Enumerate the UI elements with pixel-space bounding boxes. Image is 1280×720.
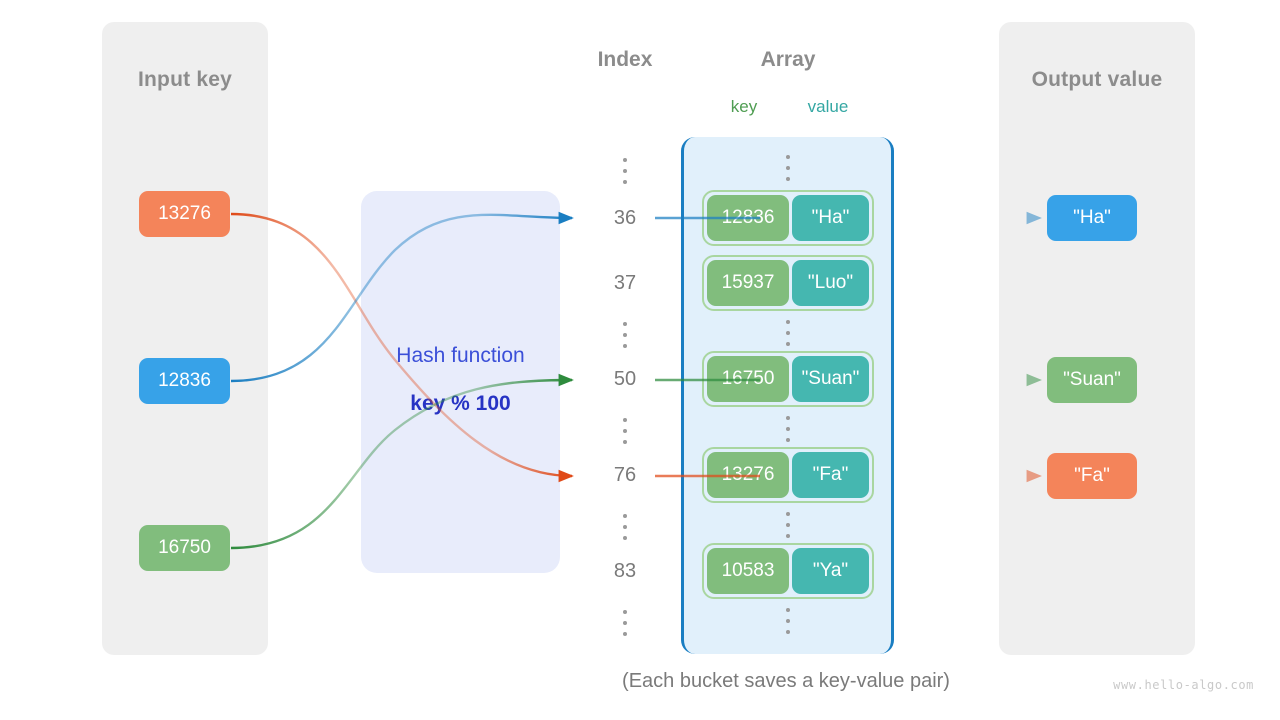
index-ellipsis-4: [618, 610, 632, 636]
array-ellipsis-0: [781, 155, 795, 181]
array-ellipsis-3: [781, 512, 795, 538]
diagram-caption: (Each bucket saves a key-value pair): [622, 670, 950, 692]
bucket-1[interactable]: 15937"Luo": [702, 255, 874, 311]
bucket-2[interactable]: 16750"Suan": [702, 351, 874, 407]
bucket-key: 10583: [707, 548, 789, 594]
bucket-4[interactable]: 10583"Ya": [702, 543, 874, 599]
index-ellipsis-3: [618, 514, 632, 540]
array-ellipsis-2: [781, 416, 795, 442]
index-column-heading: Index: [597, 48, 653, 71]
hash-function-formula: key % 100: [410, 392, 511, 415]
bucket-key: 13276: [707, 452, 789, 498]
bucket-3[interactable]: 13276"Fa": [702, 447, 874, 503]
output-panel-title: Output value: [1031, 68, 1163, 91]
input-key-chip-12836[interactable]: 12836: [139, 358, 230, 404]
hash-function-box: [361, 191, 560, 573]
bucket-value: "Fa": [792, 452, 869, 498]
index-label-50: 50: [613, 368, 637, 390]
index-label-83: 83: [613, 560, 637, 582]
input-key-chip-13276[interactable]: 13276: [139, 191, 230, 237]
array-ellipsis-4: [781, 608, 795, 634]
index-label-36: 36: [613, 207, 637, 229]
bucket-0[interactable]: 12836"Ha": [702, 190, 874, 246]
bucket-value: "Suan": [792, 356, 869, 402]
array-column-heading: Array: [760, 48, 816, 71]
index-label-37: 37: [613, 272, 637, 294]
bucket-value: "Ya": [792, 548, 869, 594]
bucket-key: 15937: [707, 260, 789, 306]
index-ellipsis-2: [618, 418, 632, 444]
bucket-key: 16750: [707, 356, 789, 402]
key-sub-heading: key: [730, 97, 758, 116]
index-ellipsis-1: [618, 322, 632, 348]
index-label-76: 76: [613, 464, 637, 486]
output-value-chip-2[interactable]: "Fa": [1047, 453, 1137, 499]
output-value-chip-0[interactable]: "Ha": [1047, 195, 1137, 241]
output-value-chip-1[interactable]: "Suan": [1047, 357, 1137, 403]
bucket-key: 12836: [707, 195, 789, 241]
value-sub-heading: value: [807, 97, 849, 116]
bucket-value: "Ha": [792, 195, 869, 241]
index-ellipsis-0: [618, 158, 632, 184]
site-watermark: www.hello-algo.com: [1113, 678, 1254, 692]
bucket-value: "Luo": [792, 260, 869, 306]
hash-function-label: Hash function: [396, 344, 525, 367]
input-key-chip-16750[interactable]: 16750: [139, 525, 230, 571]
input-panel-title: Input key: [138, 68, 232, 91]
output-value-panel: Output value: [999, 22, 1195, 655]
array-ellipsis-1: [781, 320, 795, 346]
